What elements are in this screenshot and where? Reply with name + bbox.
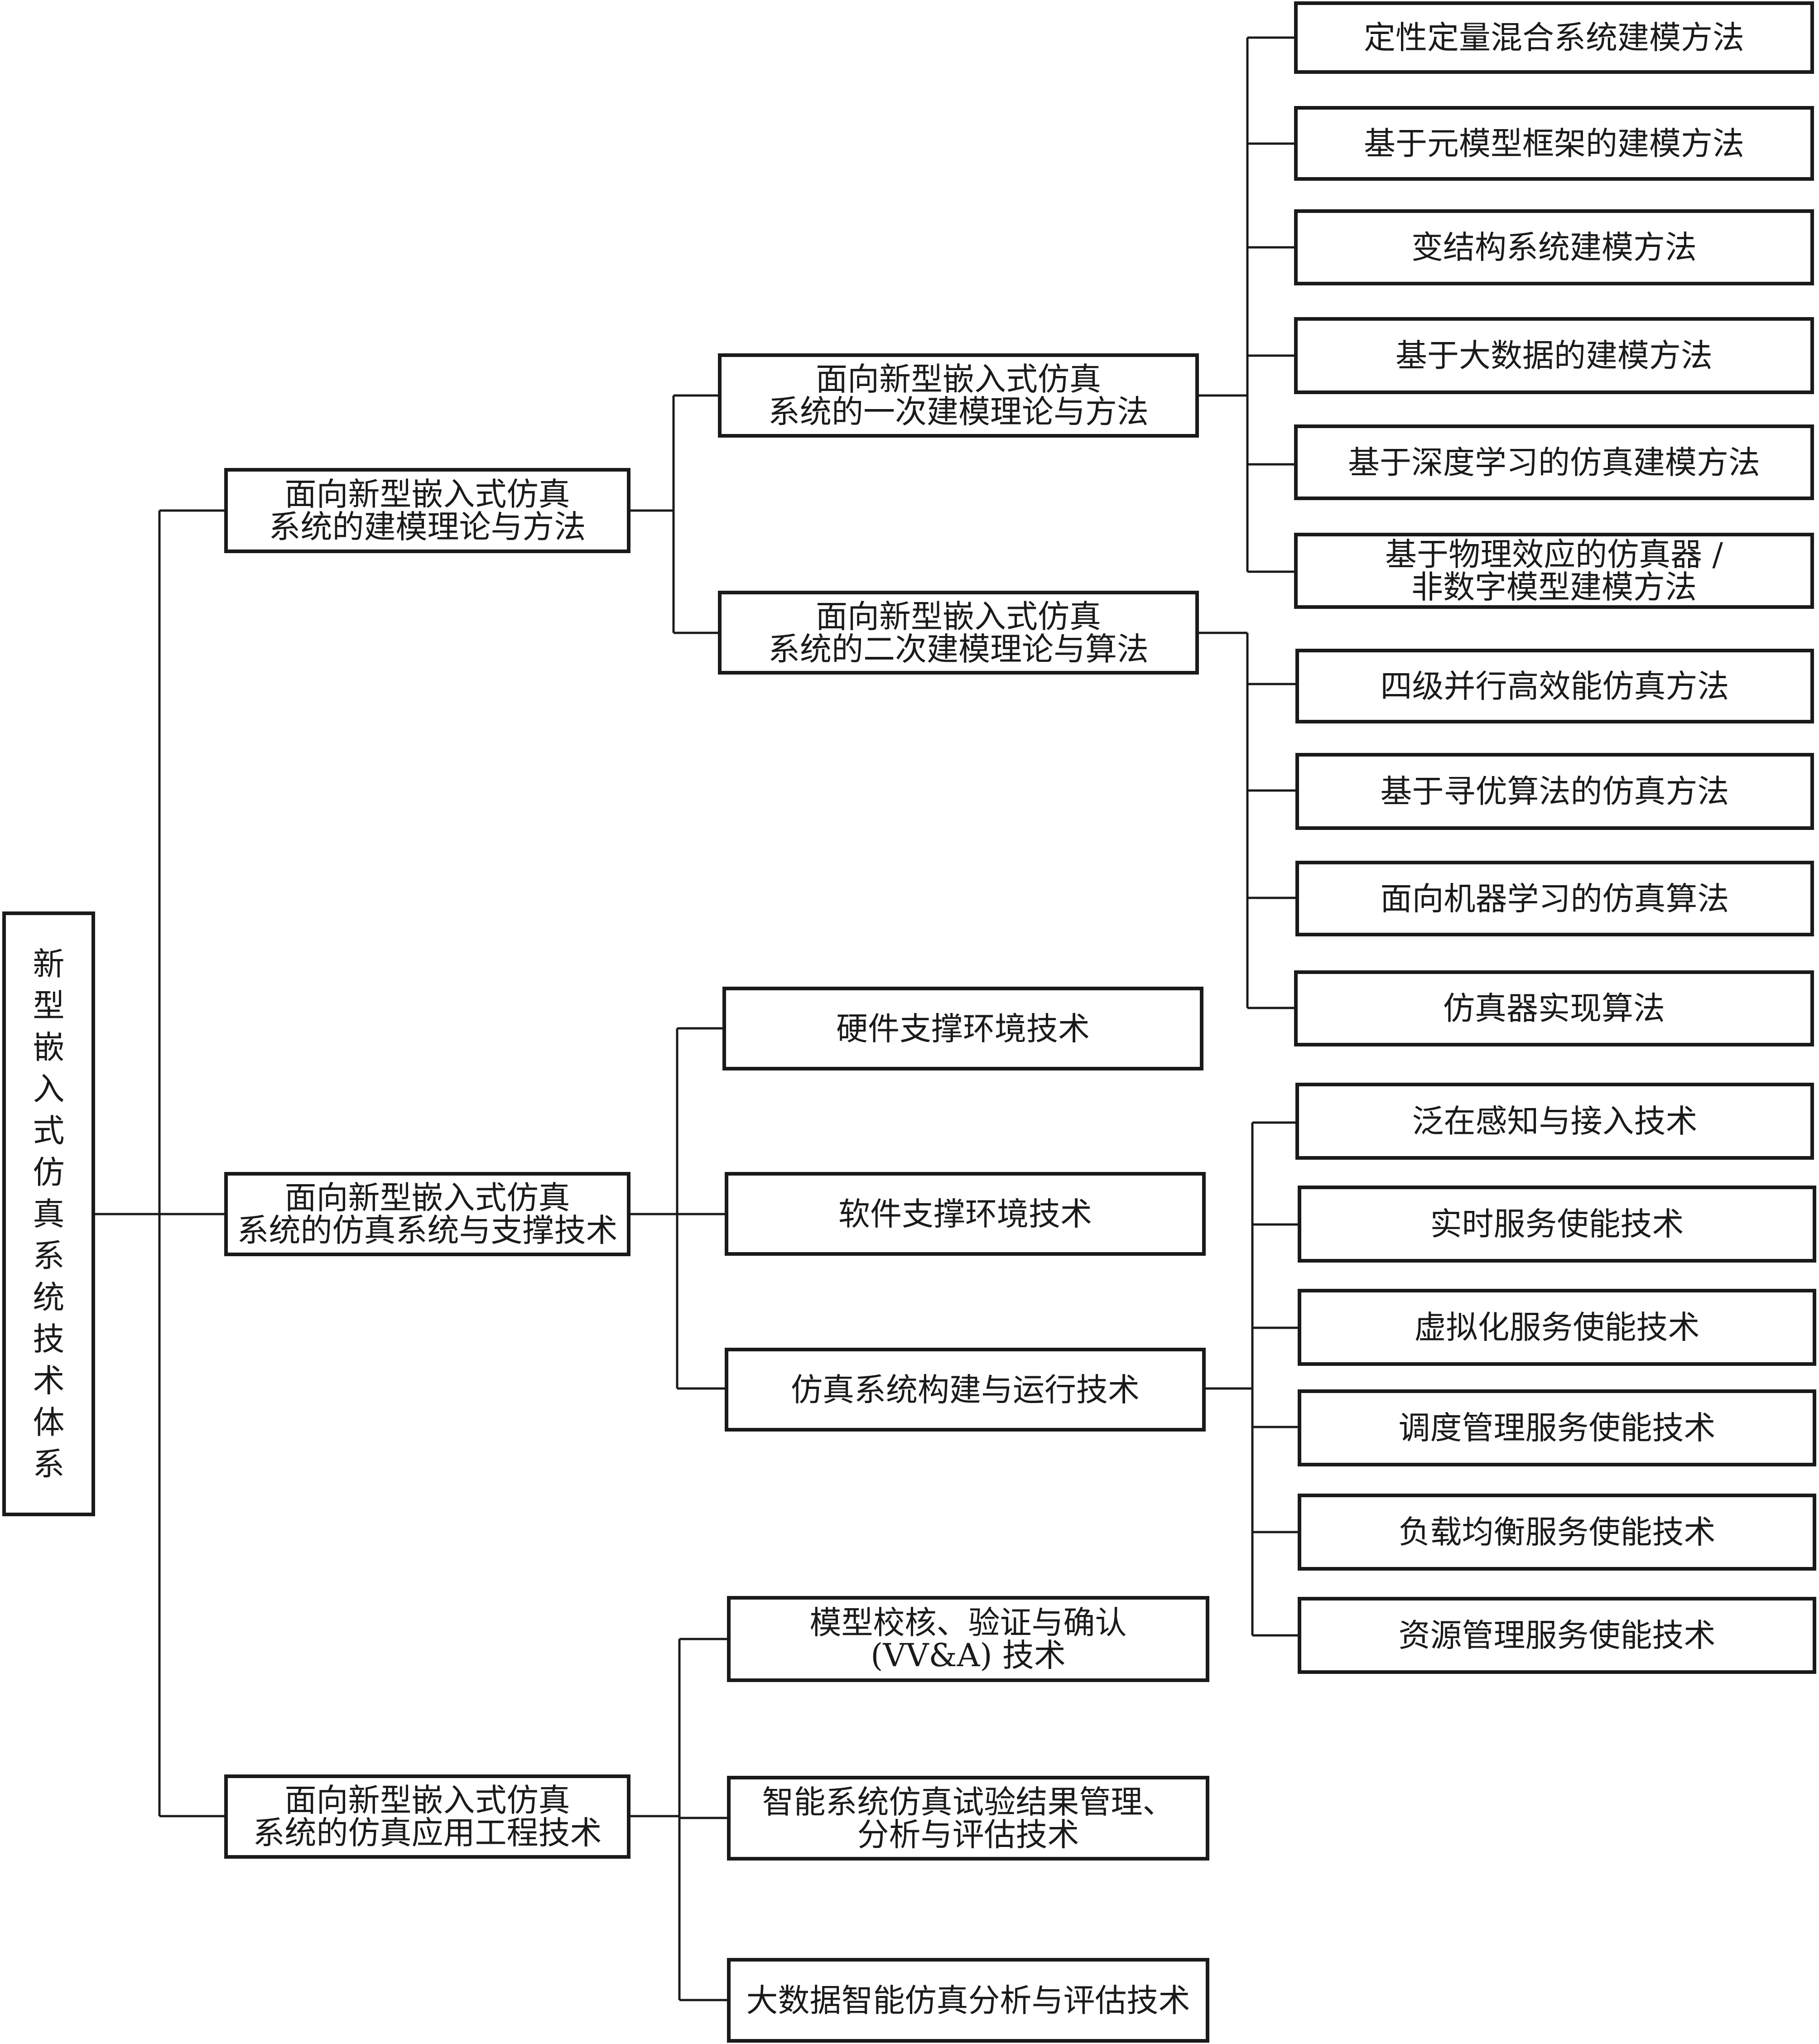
leaf-label: 实时服务使能技术	[1430, 1205, 1684, 1243]
node-vva: 模型校核、验证与确认 (VV&A) 技术	[727, 1596, 1209, 1682]
leaf-runtime-1: 泛在感知与接入技术	[1295, 1083, 1814, 1160]
leaf-label: 四级并行高效能仿真方法	[1380, 667, 1729, 705]
leaf-secondary-modeling-3: 面向机器学习的仿真算法	[1295, 861, 1814, 936]
leaf-secondary-modeling-1: 四级并行高效能仿真方法	[1295, 649, 1814, 723]
node-vva-label: 模型校核、验证与确认 (VV&A) 技术	[809, 1604, 1127, 1674]
leaf-label: 变结构系统建模方法	[1411, 229, 1697, 266]
node-software-support: 软件支撑环境技术	[725, 1172, 1206, 1256]
node-software-support-label: 软件支撑环境技术	[838, 1195, 1092, 1233]
leaf-primary-modeling-3: 变结构系统建模方法	[1294, 209, 1814, 285]
root-node: 新型嵌入式仿真系统技术体系	[2, 911, 95, 1516]
leaf-label: 面向机器学习的仿真算法	[1380, 880, 1729, 917]
leaf-label: 基于深度学习的仿真建模方法	[1348, 444, 1760, 481]
node-system-build-run-label: 仿真系统构建与运行技术	[791, 1371, 1140, 1408]
node-hardware-support: 硬件支撑环境技术	[722, 987, 1203, 1070]
node-simulation-support: 面向新型嵌入式仿真 系统的仿真系统与支撑技术	[224, 1172, 630, 1256]
node-primary-modeling-label: 面向新型嵌入式仿真 系统的一次建模理论与方法	[768, 361, 1149, 430]
node-bigdata-analysis: 大数据智能仿真分析与评估技术	[727, 1958, 1209, 2043]
leaf-label: 仿真器实现算法	[1443, 990, 1665, 1027]
node-secondary-modeling: 面向新型嵌入式仿真 系统的二次建模理论与算法	[718, 591, 1199, 675]
leaf-label: 虚拟化服务使能技术	[1414, 1309, 1700, 1346]
leaf-label: 泛在感知与接入技术	[1412, 1103, 1698, 1140]
node-test-result-management-label: 智能系统仿真试验结果管理、 分析与评估技术	[762, 1783, 1174, 1853]
node-modeling-theory-label: 面向新型嵌入式仿真 系统的建模理论与方法	[269, 476, 586, 545]
leaf-primary-modeling-2: 基于元模型框架的建模方法	[1294, 106, 1814, 181]
leaf-label: 负载均衡服务使能技术	[1398, 1514, 1716, 1551]
leaf-label: 资源管理服务使能技术	[1398, 1617, 1716, 1654]
root-label: 新型嵌入式仿真系统技术体系	[33, 945, 65, 1483]
leaf-label: 基于元模型框架的建模方法	[1364, 125, 1744, 162]
node-application-engineering-label: 面向新型嵌入式仿真 系统的仿真应用工程技术	[253, 1782, 602, 1851]
leaf-runtime-5: 负载均衡服务使能技术	[1298, 1494, 1816, 1571]
leaf-runtime-3: 虚拟化服务使能技术	[1298, 1289, 1816, 1366]
leaf-primary-modeling-6: 基于物理效应的仿真器 / 非数字模型建模方法	[1294, 533, 1814, 609]
node-application-engineering: 面向新型嵌入式仿真 系统的仿真应用工程技术	[224, 1774, 630, 1859]
node-secondary-modeling-label: 面向新型嵌入式仿真 系统的二次建模理论与算法	[768, 598, 1149, 668]
leaf-runtime-2: 实时服务使能技术	[1298, 1186, 1816, 1263]
node-system-build-run: 仿真系统构建与运行技术	[725, 1348, 1206, 1432]
leaf-primary-modeling-1: 定性定量混合系统建模方法	[1294, 1, 1814, 74]
node-modeling-theory: 面向新型嵌入式仿真 系统的建模理论与方法	[224, 468, 630, 553]
node-bigdata-analysis-label: 大数据智能仿真分析与评估技术	[746, 1981, 1190, 2019]
node-simulation-support-label: 面向新型嵌入式仿真 系统的仿真系统与支撑技术	[237, 1179, 618, 1249]
node-test-result-management: 智能系统仿真试验结果管理、 分析与评估技术	[727, 1776, 1209, 1861]
leaf-label: 基于大数据的建模方法	[1396, 337, 1713, 374]
leaf-runtime-6: 资源管理服务使能技术	[1298, 1597, 1816, 1674]
node-primary-modeling: 面向新型嵌入式仿真 系统的一次建模理论与方法	[718, 353, 1199, 438]
leaf-label: 基于寻优算法的仿真方法	[1380, 773, 1729, 810]
leaf-label: 定性定量混合系统建模方法	[1364, 19, 1744, 56]
node-hardware-support-label: 硬件支撑环境技术	[836, 1010, 1090, 1047]
leaf-label: 调度管理服务使能技术	[1398, 1409, 1716, 1446]
leaf-secondary-modeling-4: 仿真器实现算法	[1294, 970, 1814, 1046]
leaf-label: 基于物理效应的仿真器 / 非数字模型建模方法	[1385, 536, 1723, 606]
leaf-runtime-4: 调度管理服务使能技术	[1298, 1389, 1816, 1466]
leaf-secondary-modeling-2: 基于寻优算法的仿真方法	[1295, 753, 1814, 830]
leaf-primary-modeling-4: 基于大数据的建模方法	[1294, 317, 1814, 394]
leaf-primary-modeling-5: 基于深度学习的仿真建模方法	[1294, 424, 1814, 500]
